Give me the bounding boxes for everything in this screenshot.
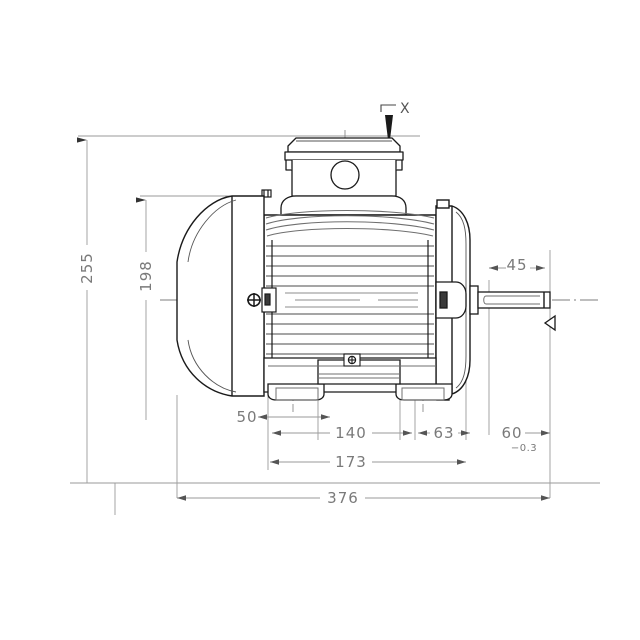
base-earth-symbol (343, 353, 361, 367)
dim-text-50: 50 (236, 408, 257, 426)
dim-text-45: 45 (506, 256, 527, 274)
earth-ground-symbol (247, 293, 261, 307)
top-curved-fins (265, 209, 435, 237)
view-direction-arrow-x (380, 104, 396, 148)
dim-text-63: 63 (433, 424, 454, 442)
cowl-side-block (261, 287, 277, 313)
output-shaft (469, 285, 551, 315)
terminal-box (284, 137, 404, 197)
dim-text-376: 376 (327, 489, 359, 507)
dim-text-60: 60 (501, 424, 522, 442)
dim-text-140: 140 (335, 424, 367, 442)
cooling-fins (266, 245, 434, 355)
dim-text-255: 255 (78, 252, 96, 284)
cable-gland-hole (330, 160, 360, 190)
bearing-boss (435, 281, 467, 319)
fan-cowl-detail (187, 199, 237, 393)
view-label-x: X (400, 101, 410, 117)
fan-cowl (176, 195, 265, 397)
dim-text-60-tolerance: −0.3 (511, 443, 537, 454)
terminal-box-base (280, 195, 407, 216)
shaft-keyway (483, 295, 540, 305)
mid-slot-lines (285, 292, 418, 308)
dim-text-173: 173 (335, 453, 367, 471)
datum-triangle-marker (543, 314, 556, 332)
dim-text-198: 198 (137, 260, 155, 292)
